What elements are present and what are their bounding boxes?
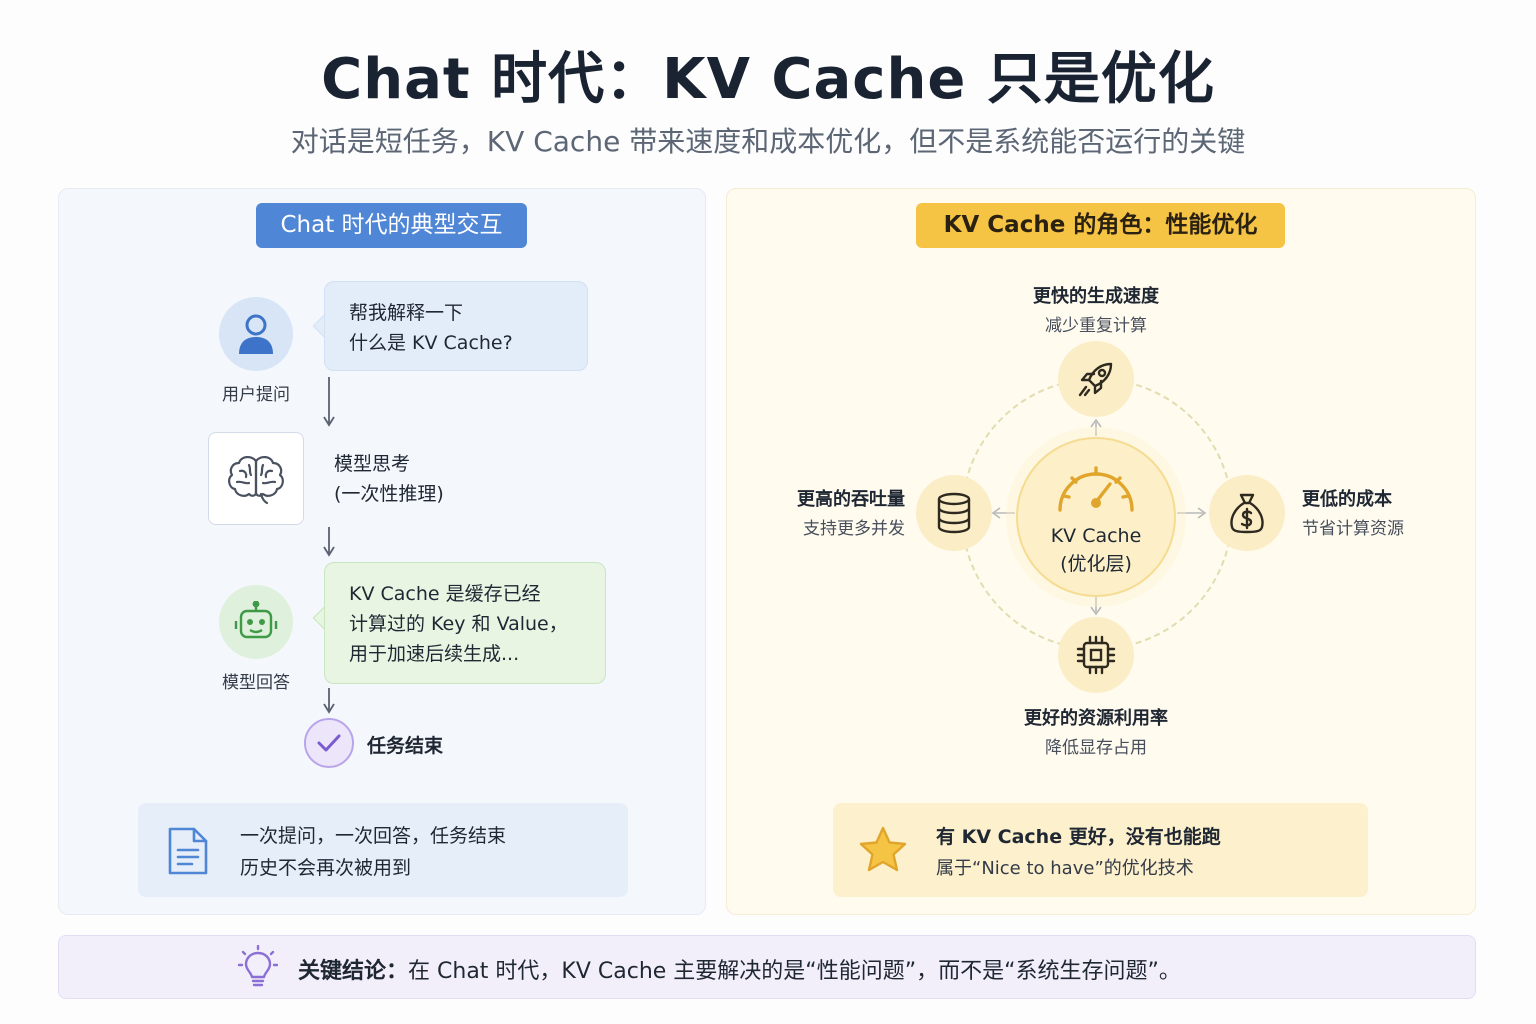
brain-box	[208, 432, 304, 525]
throughput-node	[916, 475, 992, 551]
key-conclusion-label: 关键结论：	[298, 959, 409, 984]
nice-to-have-title: 有 KV Cache 更好，没有也能跑	[936, 826, 1221, 848]
bot-avatar	[219, 585, 293, 659]
answer-line-2: 计算过的 Key 和 Value，	[349, 613, 568, 635]
think-line-2: (一次性推理)	[334, 483, 444, 505]
model-thinking-text: 模型思考 (一次性推理)	[334, 449, 444, 509]
star-icon	[859, 826, 907, 872]
task-done-badge	[304, 718, 354, 768]
flow-arrow-1	[323, 377, 335, 427]
center-line-2: (优化层)	[1060, 553, 1132, 575]
user-icon	[239, 314, 273, 354]
key-conclusion-text: 关键结论：在 Chat 时代，KV Cache 主要解决的是“性能问题”，而不是…	[298, 953, 1181, 985]
center-line-1: KV Cache	[1050, 525, 1142, 547]
database-icon	[937, 492, 971, 534]
brain-icon	[228, 455, 284, 504]
kv-cache-role-heading: KV Cache 的角色：性能优化	[916, 203, 1285, 248]
resource-subtitle: 降低显存占用	[1045, 738, 1147, 758]
note-line-1: 一次提问，一次回答，任务结束	[240, 825, 507, 847]
bot-label: 模型回答	[222, 673, 290, 693]
question-bubble: 帮我解释一下 什么是 KV Cache?	[324, 281, 588, 371]
throughput-title: 更高的吞吐量	[797, 489, 905, 510]
chat-summary-text: 一次提问，一次回答，任务结束 历史不会再次被用到	[240, 820, 506, 884]
task-done-label: 任务结束	[367, 735, 444, 757]
throughput-subtitle: 支持更多并发	[803, 519, 905, 539]
speed-node	[1058, 341, 1134, 417]
key-conclusion-body: 在 Chat 时代，KV Cache 主要解决的是“性能问题”，而不是“系统生存…	[408, 959, 1181, 984]
question-line-2: 什么是 KV Cache?	[349, 332, 513, 354]
lightbulb-icon	[238, 945, 278, 987]
check-icon	[317, 734, 341, 752]
answer-bubble: KV Cache 是缓存已经 计算过的 Key 和 Value， 用于加速后续生…	[324, 562, 606, 684]
page-subtitle: 对话是短任务，KV Cache 带来速度和成本优化，但不是系统能否运行的关键	[290, 125, 1246, 158]
nice-to-have-subtitle: 属于“Nice to have”的优化技术	[936, 858, 1194, 879]
speed-title: 更快的生成速度	[1033, 286, 1159, 307]
kv-cache-center	[1016, 437, 1176, 597]
speedometer-icon	[1058, 466, 1134, 512]
rocket-icon	[1078, 362, 1113, 397]
document-icon	[168, 827, 208, 875]
user-avatar	[219, 297, 293, 371]
connector-arrows	[991, 418, 1207, 616]
nice-to-have-note	[833, 803, 1368, 897]
chat-era-heading: Chat 时代的典型交互	[256, 203, 527, 248]
resource-node	[1058, 617, 1134, 693]
cost-node	[1209, 475, 1285, 551]
cost-title: 更低的成本	[1302, 489, 1392, 510]
kv-cache-center-label: KV Cache (优化层)	[1016, 522, 1176, 578]
speed-subtitle: 减少重复计算	[1045, 316, 1147, 336]
note-line-2: 历史不会再次被用到	[240, 857, 412, 879]
think-line-1: 模型思考	[334, 453, 411, 475]
question-line-1: 帮我解释一下	[349, 302, 464, 324]
page-title: Chat 时代：KV Cache 只是优化	[321, 47, 1215, 112]
cost-subtitle: 节省计算资源	[1302, 519, 1404, 539]
robot-icon	[234, 601, 278, 639]
chat-summary-note	[138, 803, 628, 897]
answer-line-1: KV Cache 是缓存已经	[349, 583, 541, 605]
answer-line-3: 用于加速后续生成...	[349, 643, 520, 665]
key-conclusion-bar	[58, 935, 1476, 999]
flow-arrow-2	[323, 527, 335, 557]
flow-arrow-3	[323, 688, 335, 714]
money-bag-icon	[1230, 493, 1264, 534]
resource-title: 更好的资源利用率	[1024, 708, 1168, 729]
chip-icon	[1076, 635, 1116, 675]
user-label: 用户提问	[222, 385, 290, 405]
